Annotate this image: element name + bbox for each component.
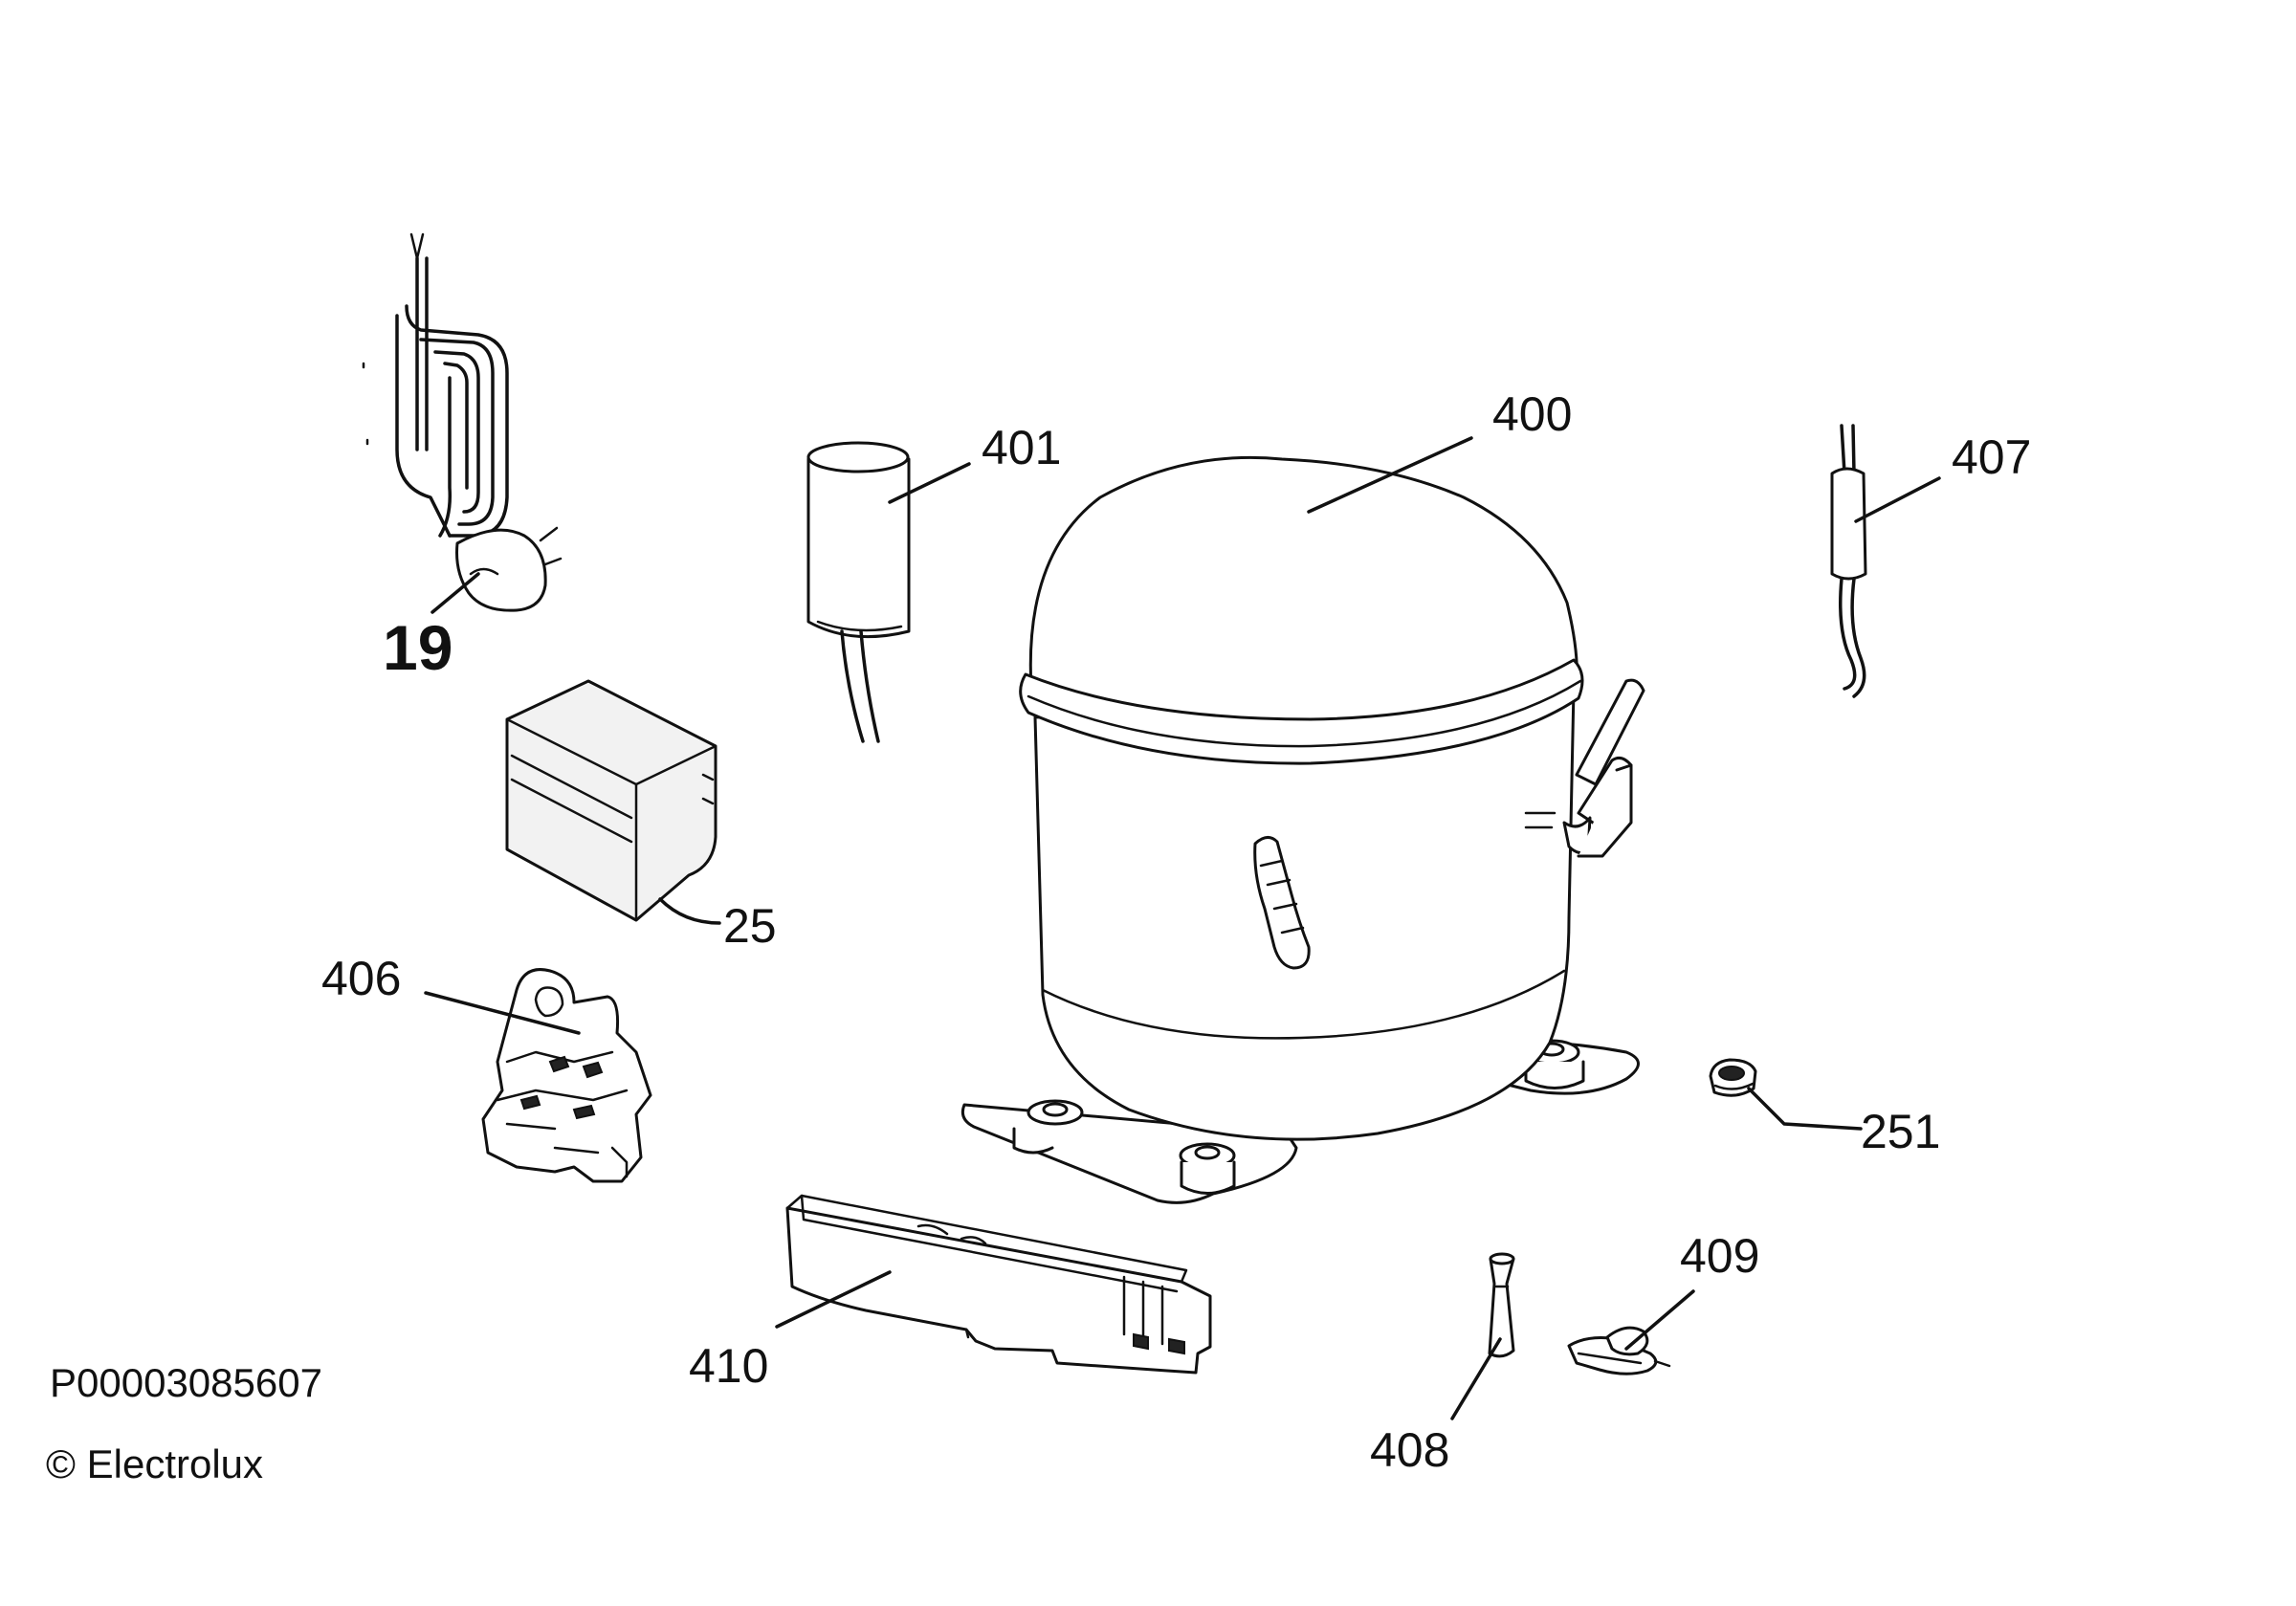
diagram-part-number: P00003085607 bbox=[50, 1360, 322, 1405]
leader-line-409 bbox=[1624, 1289, 1695, 1351]
part-label-406: 406 bbox=[321, 952, 401, 1005]
start-relay-part bbox=[481, 968, 652, 1183]
leader-line-401 bbox=[888, 462, 971, 504]
part-label-251: 251 bbox=[1861, 1105, 1940, 1158]
leader-line-407 bbox=[1854, 476, 1941, 523]
part-label-400: 400 bbox=[1492, 387, 1572, 441]
leader-line-400 bbox=[1307, 436, 1473, 514]
part-label-408: 408 bbox=[1370, 1423, 1449, 1477]
leader-line-25 bbox=[658, 897, 721, 925]
compressor-part bbox=[960, 455, 1645, 1204]
capacitor-part bbox=[806, 441, 911, 743]
filter-drier-part bbox=[1830, 424, 1867, 698]
part-label-409: 409 bbox=[1680, 1229, 1759, 1283]
leader-line-251 bbox=[1747, 1087, 1863, 1131]
relay-cover-part bbox=[505, 679, 718, 922]
tube-stub-part bbox=[1488, 1252, 1515, 1358]
part-label-25: 25 bbox=[723, 899, 777, 953]
power-cord-part bbox=[362, 232, 563, 612]
copyright-notice: © Electrolux bbox=[46, 1441, 263, 1486]
part-label-407: 407 bbox=[1952, 430, 2031, 484]
grommet-part bbox=[1709, 1058, 1757, 1097]
clip-part bbox=[1567, 1326, 1671, 1375]
leader-line-406 bbox=[424, 991, 581, 1035]
leader-line-408 bbox=[1450, 1337, 1502, 1420]
leader-line-19 bbox=[430, 572, 480, 614]
leader-line-410 bbox=[775, 1270, 892, 1329]
part-label-19: 19 bbox=[383, 612, 453, 683]
part-label-401: 401 bbox=[982, 421, 1061, 474]
terminal-cover-part bbox=[785, 1194, 1212, 1375]
part-label-410: 410 bbox=[689, 1339, 768, 1393]
